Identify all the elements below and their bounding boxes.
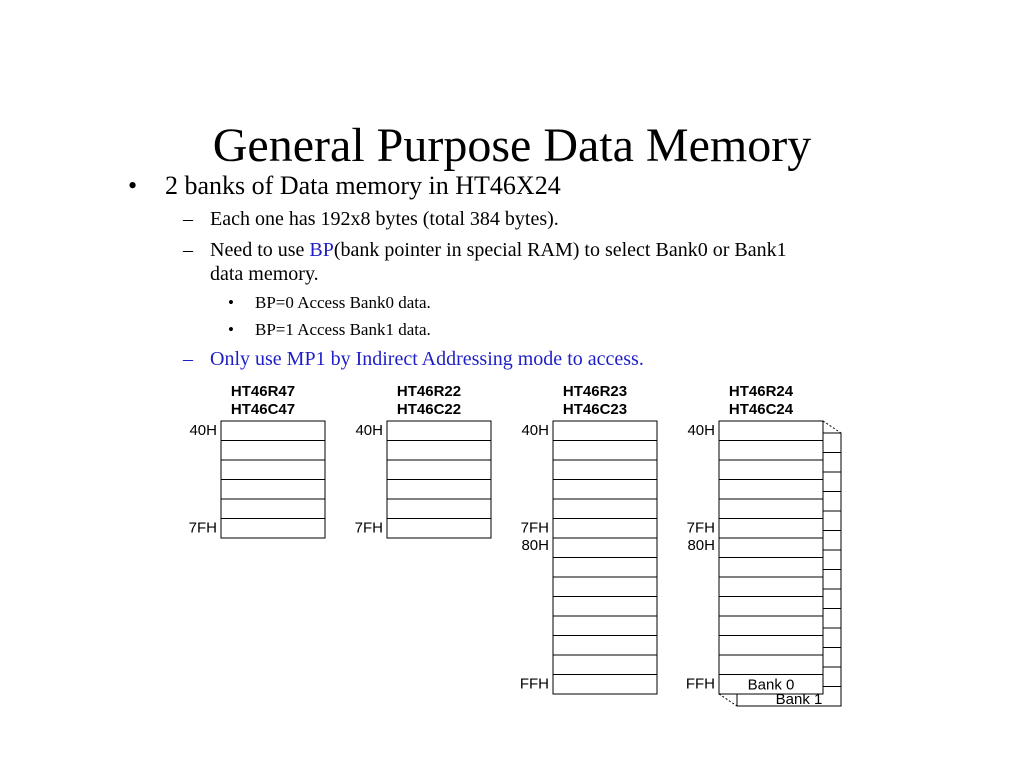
model-name-label: HT46C24 [729,401,794,418]
memory-row [718,420,824,441]
address-label: 80H [521,537,549,554]
memory-row [718,537,824,558]
memory-row [718,498,824,519]
memory-row [220,518,326,539]
subbullet-text: Each one has 192x8 bytes (total 384 byte… [210,208,559,230]
address-label: 7FH [521,520,549,537]
bank1-label: Bank 1 [776,691,823,708]
bp-highlight: BP [309,239,334,261]
subbullet-text-suffix: (bank pointer in special RAM) to select … [333,239,787,261]
bank0-label: Bank 0 [748,677,795,694]
address-label: 40H [189,422,217,439]
memory-row [718,596,824,617]
memory-row [220,498,326,519]
dash-symbol: – [183,348,193,370]
address-label: 7FH [355,520,383,537]
subsub-text: BP=0 Access Bank0 data. [255,293,431,312]
memory-row [718,557,824,578]
memory-row [552,635,658,656]
memory-row [552,518,658,539]
memory-row [552,459,658,480]
memory-row [386,459,492,480]
bullet-banks: • 2 banks of Data memory in HT46X24 [128,170,561,202]
model-name-label: HT46C23 [563,401,627,418]
memory-row [386,440,492,461]
memory-row [718,518,824,539]
bullet-text: 2 banks of Data memory in HT46X24 [165,171,561,200]
slide-title: General Purpose Data Memory [212,119,812,172]
address-label: FFH [520,676,549,693]
address-label: 40H [687,422,715,439]
depth-line [718,693,738,707]
subsub-text: BP=1 Access Bank1 data. [255,320,431,339]
memory-row [718,654,824,675]
memory-row [220,440,326,461]
address-label: 80H [687,537,715,554]
subbullet-continuation: data memory. [210,263,319,285]
memory-row [552,557,658,578]
memory-row [552,440,658,461]
subsub-bp1: • BP=1 Access Bank1 data. [228,319,431,341]
memory-row [718,635,824,656]
address-label: 7FH [687,520,715,537]
memory-row [552,420,658,441]
address-label: 40H [355,422,383,439]
memory-row [552,615,658,636]
memory-row [552,654,658,675]
memory-row [552,674,658,695]
memory-row [220,479,326,500]
subbullet-bp: – Need to use BP(bank pointer in special… [183,238,787,262]
memory-row [386,498,492,519]
model-name-label: HT46R23 [563,383,627,400]
memory-row [220,420,326,441]
depth-line [822,420,842,434]
memory-row [386,420,492,441]
address-label: 40H [521,422,549,439]
model-name-label: HT46C22 [397,401,461,418]
subsub-bp0: • BP=0 Access Bank0 data. [228,292,431,314]
memory-row [718,615,824,636]
address-label: FFH [686,676,715,693]
memory-row [552,498,658,519]
subbullet-size: – Each one has 192x8 bytes (total 384 by… [183,207,559,231]
bullet-symbol: • [128,171,138,200]
subbullet-text-prefix: Need to use [210,239,310,261]
subbullet-mp1: – Only use MP1 by Indirect Addressing mo… [183,347,644,371]
memory-row [552,479,658,500]
memory-row [718,674,824,695]
memory-row [718,479,824,500]
memory-row [220,459,326,480]
memory-row [552,537,658,558]
model-name-label: HT46R22 [397,383,461,400]
dash-symbol: – [183,208,193,230]
memory-row [718,576,824,597]
memory-row [386,479,492,500]
memory-row [718,440,824,461]
dash-symbol: – [183,239,193,261]
bullet-symbol: • [228,320,234,339]
memory-row [386,518,492,539]
address-label: 7FH [189,520,217,537]
bullet-symbol: • [228,293,234,312]
model-name-label: HT46C47 [231,401,295,418]
model-name-label: HT46R24 [729,383,794,400]
memory-row [718,459,824,480]
model-name-label: HT46R47 [231,383,295,400]
subbullet-text: Only use MP1 by Indirect Addressing mode… [210,348,644,370]
memory-row [552,596,658,617]
memory-row [552,576,658,597]
